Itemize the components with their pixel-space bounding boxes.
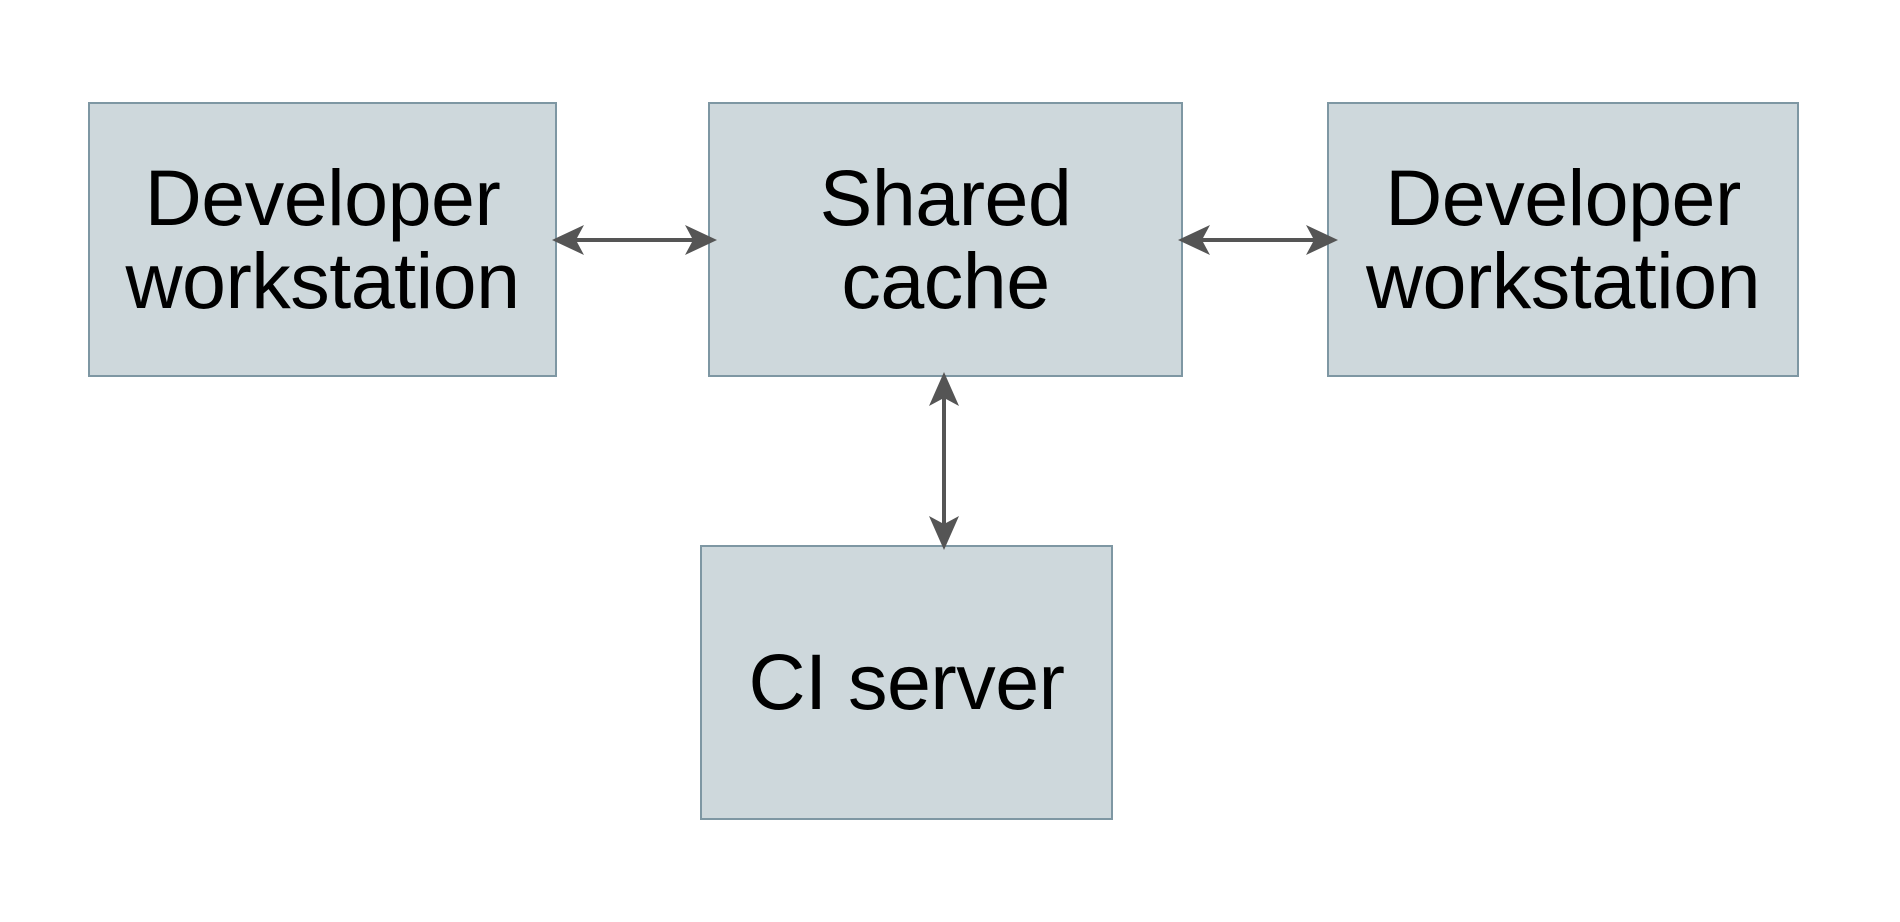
edge-shared-cache-to-ci-server[interactable] — [909, 372, 979, 550]
node-developer-workstation-left[interactable]: Developer workstation — [88, 102, 557, 377]
edge-developer-left-to-shared-cache[interactable] — [552, 205, 717, 275]
double-arrow-icon — [1178, 225, 1338, 255]
node-label: Shared cache — [819, 153, 1072, 325]
node-label: CI server — [748, 637, 1065, 727]
node-ci-server[interactable]: CI server — [700, 545, 1113, 820]
edge-shared-cache-to-developer-right[interactable] — [1178, 205, 1338, 275]
node-shared-cache[interactable]: Shared cache — [708, 102, 1183, 377]
double-arrow-icon — [929, 372, 959, 550]
node-developer-workstation-right[interactable]: Developer workstation — [1327, 102, 1799, 377]
double-arrow-icon — [552, 225, 717, 255]
node-label: Developer workstation — [125, 153, 520, 325]
node-label: Developer workstation — [1365, 153, 1761, 325]
